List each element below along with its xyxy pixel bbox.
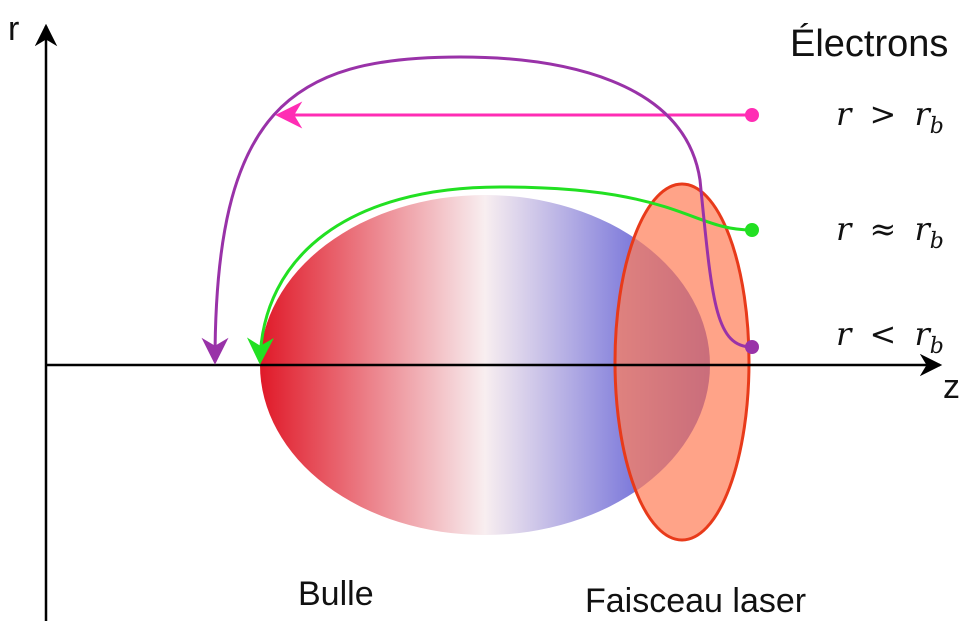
label-outer-electron: r > rb <box>836 95 944 139</box>
rhs-var: r <box>914 210 931 248</box>
relation-op: ≈ <box>869 210 896 248</box>
rhs-subscript: b <box>930 229 944 254</box>
electron-outer-dot <box>745 108 759 122</box>
lhs-var: r <box>836 210 853 248</box>
relation-op: > <box>869 95 896 133</box>
trajectory-boundary-electron <box>246 185 753 365</box>
svg-text:r ≈ rb: r ≈ rb <box>836 210 944 254</box>
svg-text:r < rb: r < rb <box>836 315 944 359</box>
label-boundary-electron: r ≈ rb <box>836 210 944 254</box>
rhs-subscript: b <box>930 114 944 139</box>
label-inner-electron: r < rb <box>836 315 944 359</box>
laser-label: Faisceau laser <box>585 582 806 620</box>
r-axis-label: r <box>8 10 19 48</box>
electron-inner-dot <box>745 340 759 354</box>
lhs-var: r <box>836 315 853 353</box>
electron-boundary-dot <box>745 223 759 237</box>
lhs-var: r <box>836 95 853 133</box>
rhs-var: r <box>914 95 931 133</box>
trajectory-inner-electron <box>201 55 753 365</box>
rhs-var: r <box>914 315 931 353</box>
bubble-label: Bulle <box>298 575 374 613</box>
rhs-subscript: b <box>930 334 944 359</box>
z-axis-label: z <box>943 368 960 406</box>
svg-text:r > rb: r > rb <box>836 95 944 139</box>
relation-op: < <box>869 315 896 353</box>
electrons-title: Électrons <box>790 22 948 65</box>
laser-beam-ellipse <box>613 182 751 542</box>
